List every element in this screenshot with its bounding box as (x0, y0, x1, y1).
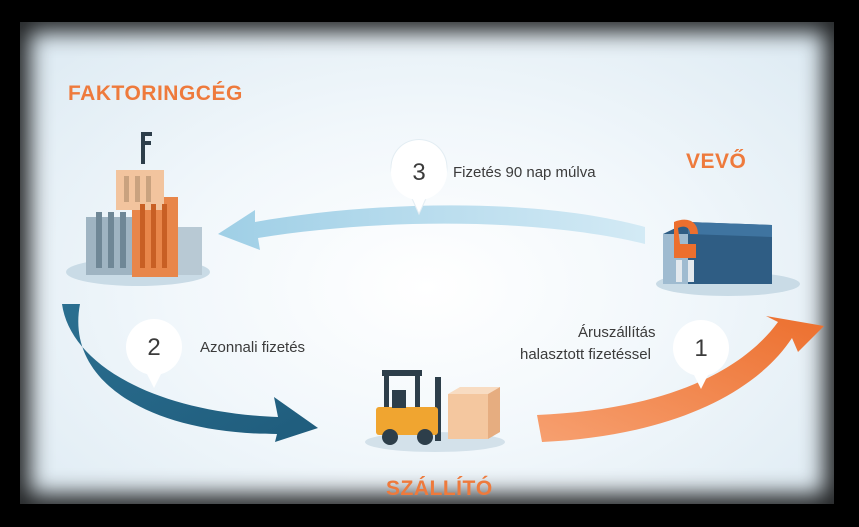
step-bubble-3 (390, 138, 448, 216)
step-text-3: Fizetés 90 nap múlva (453, 164, 596, 181)
actor-label-buyer: VEVŐ (686, 150, 747, 173)
step-text-2: Azonnali fizetés (200, 339, 306, 356)
diagram-panel: FAKTORINGCÉG VEVŐ SZÁLLÍTÓ 3 2 1 Fizetés… (20, 22, 834, 504)
step-text-1-line2: halasztott fizetéssel (520, 346, 651, 363)
arrow-immediate-payment (62, 304, 318, 442)
actor-label-supplier: SZÁLLÍTÓ (386, 477, 493, 500)
step-bubble-2 (126, 319, 182, 388)
actor-label-factoring: FAKTORINGCÉG (68, 82, 243, 105)
step-bubble-1 (673, 320, 729, 389)
step-number-3: 3 (412, 159, 426, 186)
step-number-2: 2 (147, 334, 161, 361)
step-text-1-line1: Áruszállítás (578, 324, 656, 341)
forklift-icon (365, 370, 505, 452)
arrow-delivery-deferred (537, 316, 824, 442)
step-number-1: 1 (694, 335, 708, 362)
diagram-artwork (62, 132, 824, 452)
store-building-icon (656, 219, 800, 296)
office-building-icon (66, 132, 210, 286)
arrow-payment-90-days (218, 205, 645, 250)
